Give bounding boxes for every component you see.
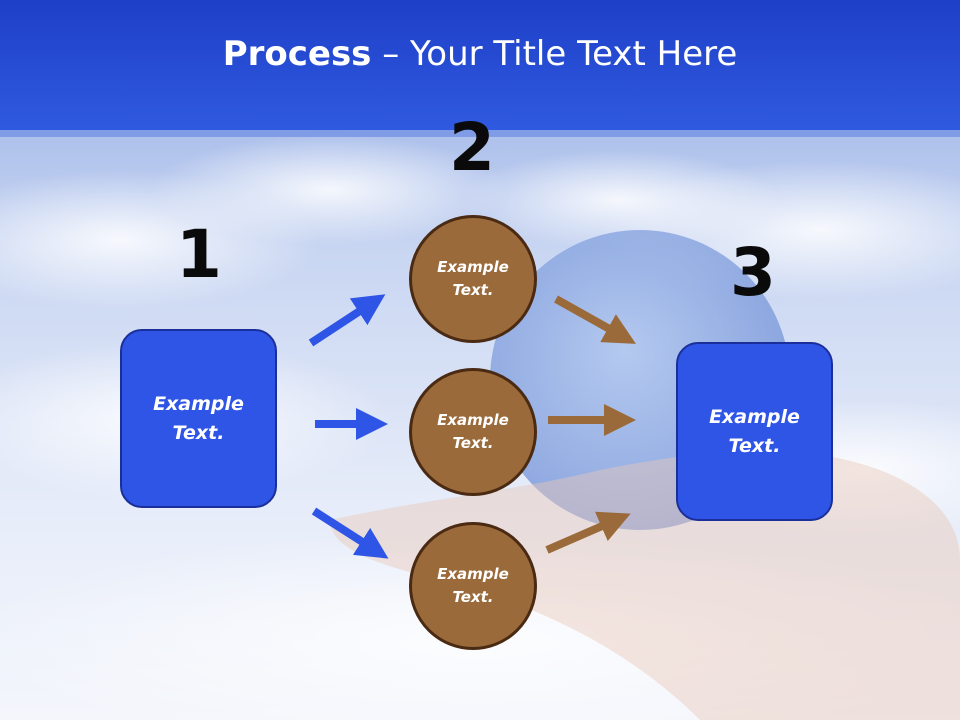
step-1-label-line1: Example	[153, 392, 244, 415]
circle-middle-line2: Text.	[452, 434, 494, 452]
step-1-label-line2: Text.	[172, 421, 225, 444]
slide-title: Process – Your Title Text Here	[223, 34, 738, 74]
step-number-1: 1	[176, 216, 222, 293]
arrow-blue-down	[311, 507, 389, 559]
arrow-blue-up	[308, 294, 386, 347]
circle-bottom-line2: Text.	[452, 588, 494, 606]
circle-middle-line1: Example	[437, 411, 509, 429]
step-3-label-line1: Example	[709, 405, 800, 428]
circle-top-line2: Text.	[452, 281, 494, 299]
circle-bottom-line1: Example	[437, 565, 509, 583]
title-rest: – Your Title Text Here	[371, 34, 738, 74]
step-number-2: 2	[449, 109, 495, 186]
step-number-3: 3	[730, 234, 776, 311]
title-bold: Process	[222, 34, 372, 74]
step-3-label-line2: Text.	[728, 434, 781, 457]
arrow-brown-down	[554, 295, 636, 344]
circle-top-line1: Example	[437, 258, 509, 276]
title-bar: Process – Your Title Text Here	[0, 0, 960, 130]
arrow-brown-up	[545, 511, 631, 554]
